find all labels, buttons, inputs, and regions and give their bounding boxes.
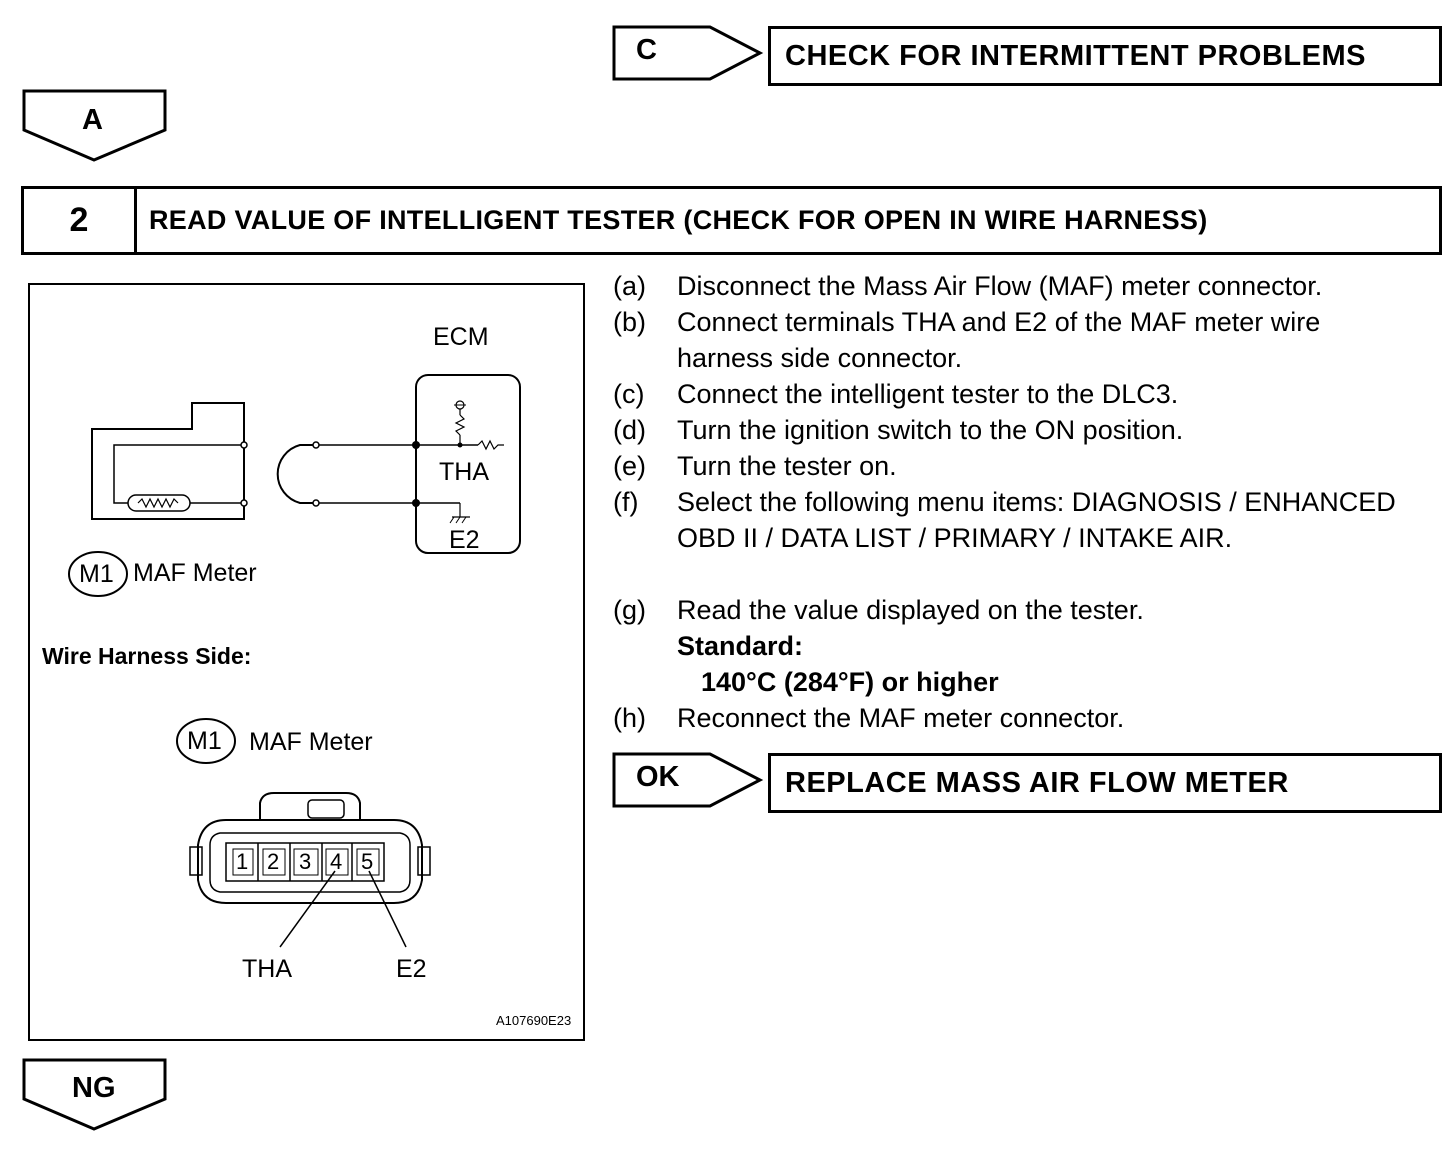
instruction-text: Reconnect the MAF meter connector. (677, 703, 1125, 733)
instruction-text: Select the following menu items: DIAGNOS… (677, 487, 1396, 553)
instruction-g: (g) Read the value displayed on the test… (613, 592, 1437, 628)
instruction-letter: (f) (613, 487, 639, 517)
connector-pin-5: 5 (361, 849, 374, 874)
instruction-h: (h) Reconnect the MAF meter connector. (613, 700, 1437, 736)
m1-badge: M1 (79, 560, 114, 588)
connector-pin-3: 3 (299, 849, 312, 874)
pin-tha-label: THA (242, 955, 292, 983)
branch-a-arrow (22, 89, 167, 162)
wire-harness-side-label: Wire Harness Side: (42, 643, 252, 669)
branch-ok-arrow (612, 752, 764, 808)
instruction-letter: (g) (613, 595, 646, 625)
branch-c-label: C (636, 34, 657, 66)
instruction-e: (e) Turn the tester on. (613, 448, 1437, 484)
instruction-list: (a) Disconnect the Mass Air Flow (MAF) m… (613, 268, 1443, 748)
branch-c-arrow (612, 25, 764, 81)
connector-pin-4: 4 (330, 849, 343, 874)
instruction-a: (a) Disconnect the Mass Air Flow (MAF) m… (613, 268, 1437, 304)
instruction-letter: (c) (613, 379, 645, 409)
instruction-letter: (d) (613, 415, 646, 445)
replace-maf-box: REPLACE MASS AIR FLOW METER (768, 753, 1442, 813)
connector-pin-1: 1 (236, 849, 249, 874)
e2-label: E2 (449, 526, 480, 554)
instruction-letter: (b) (613, 307, 646, 337)
instruction-c: (c) Connect the intelligent tester to th… (613, 376, 1437, 412)
step-number: 2 (24, 189, 137, 252)
branch-ng-arrow (22, 1058, 167, 1131)
step-header: 2 READ VALUE OF INTELLIGENT TESTER (CHEC… (21, 186, 1442, 255)
wiring-diagram (68, 374, 521, 948)
step-title: READ VALUE OF INTELLIGENT TESTER (CHECK … (149, 205, 1208, 235)
branch-a-label: A (82, 104, 103, 136)
instruction-f: (f) Select the following menu items: DIA… (613, 484, 1427, 556)
instruction-b: (b) Connect terminals THA and E2 of the … (613, 304, 1417, 376)
branch-ng-label: NG (72, 1072, 116, 1104)
diagram-panel: ECM THA E2 M1 MAF Meter Wire Harness Sid… (28, 283, 585, 1041)
instruction-letter: (e) (613, 451, 646, 481)
pin-e2-label: E2 (396, 955, 427, 983)
instruction-letter: (h) (613, 703, 646, 733)
ecm-label: ECM (433, 323, 489, 351)
figure-id: A107690E23 (496, 1013, 572, 1028)
replace-maf-text: REPLACE MASS AIR FLOW METER (785, 766, 1289, 799)
instruction-text: Turn the tester on. (677, 451, 897, 481)
tha-label: THA (439, 458, 489, 486)
intermittent-problems-text: CHECK FOR INTERMITTENT PROBLEMS (785, 39, 1366, 72)
instruction-d: (d) Turn the ignition switch to the ON p… (613, 412, 1437, 448)
instruction-text: Disconnect the Mass Air Flow (MAF) meter… (677, 271, 1323, 301)
standard-value: 140°C (284°F) or higher (701, 667, 999, 697)
connector-pin-2: 2 (267, 849, 280, 874)
instruction-letter: (a) (613, 271, 646, 301)
maf-meter-label-2: MAF Meter (249, 728, 373, 756)
intermittent-problems-box: CHECK FOR INTERMITTENT PROBLEMS (768, 26, 1442, 86)
instruction-text: Turn the ignition switch to the ON posit… (677, 415, 1184, 445)
branch-ok-label: OK (636, 761, 680, 793)
maf-meter-label: MAF Meter (133, 559, 257, 587)
instruction-text: Read the value displayed on the tester. (677, 595, 1144, 625)
m1-badge-2: M1 (187, 727, 222, 755)
instruction-text: Connect terminals THA and E2 of the MAF … (677, 307, 1321, 373)
standard-label: Standard: (677, 631, 804, 661)
instruction-text: Connect the intelligent tester to the DL… (677, 379, 1179, 409)
